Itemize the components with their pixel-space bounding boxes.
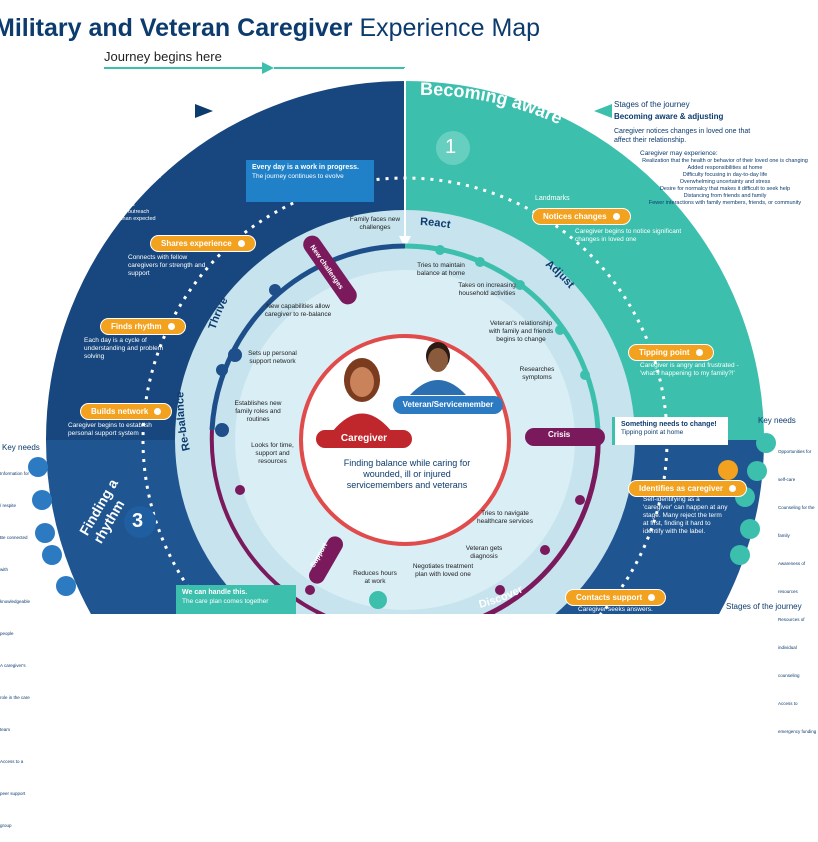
landmark-builds-network[interactable]: Builds network	[80, 403, 173, 420]
stage1-small-title: Stages of the journey	[614, 100, 690, 109]
crisis-label: Crisis	[548, 430, 571, 439]
landmark-contacts-support[interactable]: Contacts support	[565, 589, 667, 606]
path-react-adjust	[404, 243, 601, 431]
veteran-figure	[410, 342, 466, 395]
veteran-label: Veteran/Servicemember	[393, 396, 503, 414]
landmark-shares-experience[interactable]: Shares experience	[150, 235, 256, 252]
landmark-identifies-caregiver[interactable]: Identifies as caregiver	[628, 480, 748, 497]
stages-bottom-right: Stages of the journey	[726, 602, 802, 611]
caregiver-figure	[332, 358, 392, 432]
crisis-badge	[525, 428, 605, 446]
stage1-number	[436, 131, 470, 165]
journey-arrow-icon	[262, 62, 274, 74]
center-description: Finding balance while caring for wounded…	[343, 458, 471, 490]
path-crisis	[482, 429, 601, 614]
purple-nodes	[235, 485, 585, 595]
landmark-tipping-point[interactable]: Tipping point	[628, 344, 714, 361]
key-needs-right-title: Key needs	[758, 416, 796, 425]
landmark-finds-rhythm[interactable]: Finds rhythm	[100, 318, 186, 335]
navy-nodes	[215, 284, 387, 609]
stage-next-arrow-icon	[594, 104, 612, 118]
quote-card-1: Every day is a work in progress. The jou…	[246, 160, 374, 202]
stage1-experience-list: Realization that the health or behavior …	[642, 158, 808, 206]
key-needs-left-title: Key needs	[2, 443, 40, 452]
page-title: Military and Veteran Caregiver Experienc…	[0, 14, 541, 42]
stage-prev-arrow-icon	[195, 104, 213, 118]
caregiver-label: Caregiver	[316, 430, 412, 448]
quote-card-2: Something needs to change! Tipping point…	[612, 417, 728, 445]
teal-nodes	[435, 245, 590, 380]
idea-icon	[718, 460, 738, 480]
path-thrive	[209, 243, 406, 431]
landmarks-title: Landmarks	[535, 195, 570, 202]
key-needs-left-icons	[28, 457, 76, 596]
landmark-notices-changes[interactable]: Notices changes	[532, 208, 631, 225]
ring-react: React	[420, 216, 452, 231]
journey-begins-label: Journey begins here	[104, 49, 222, 64]
svg-text:React: React	[420, 216, 452, 231]
stage3-number	[124, 506, 156, 538]
quote-card-3: We can handle this. The care plan comes …	[176, 585, 296, 614]
